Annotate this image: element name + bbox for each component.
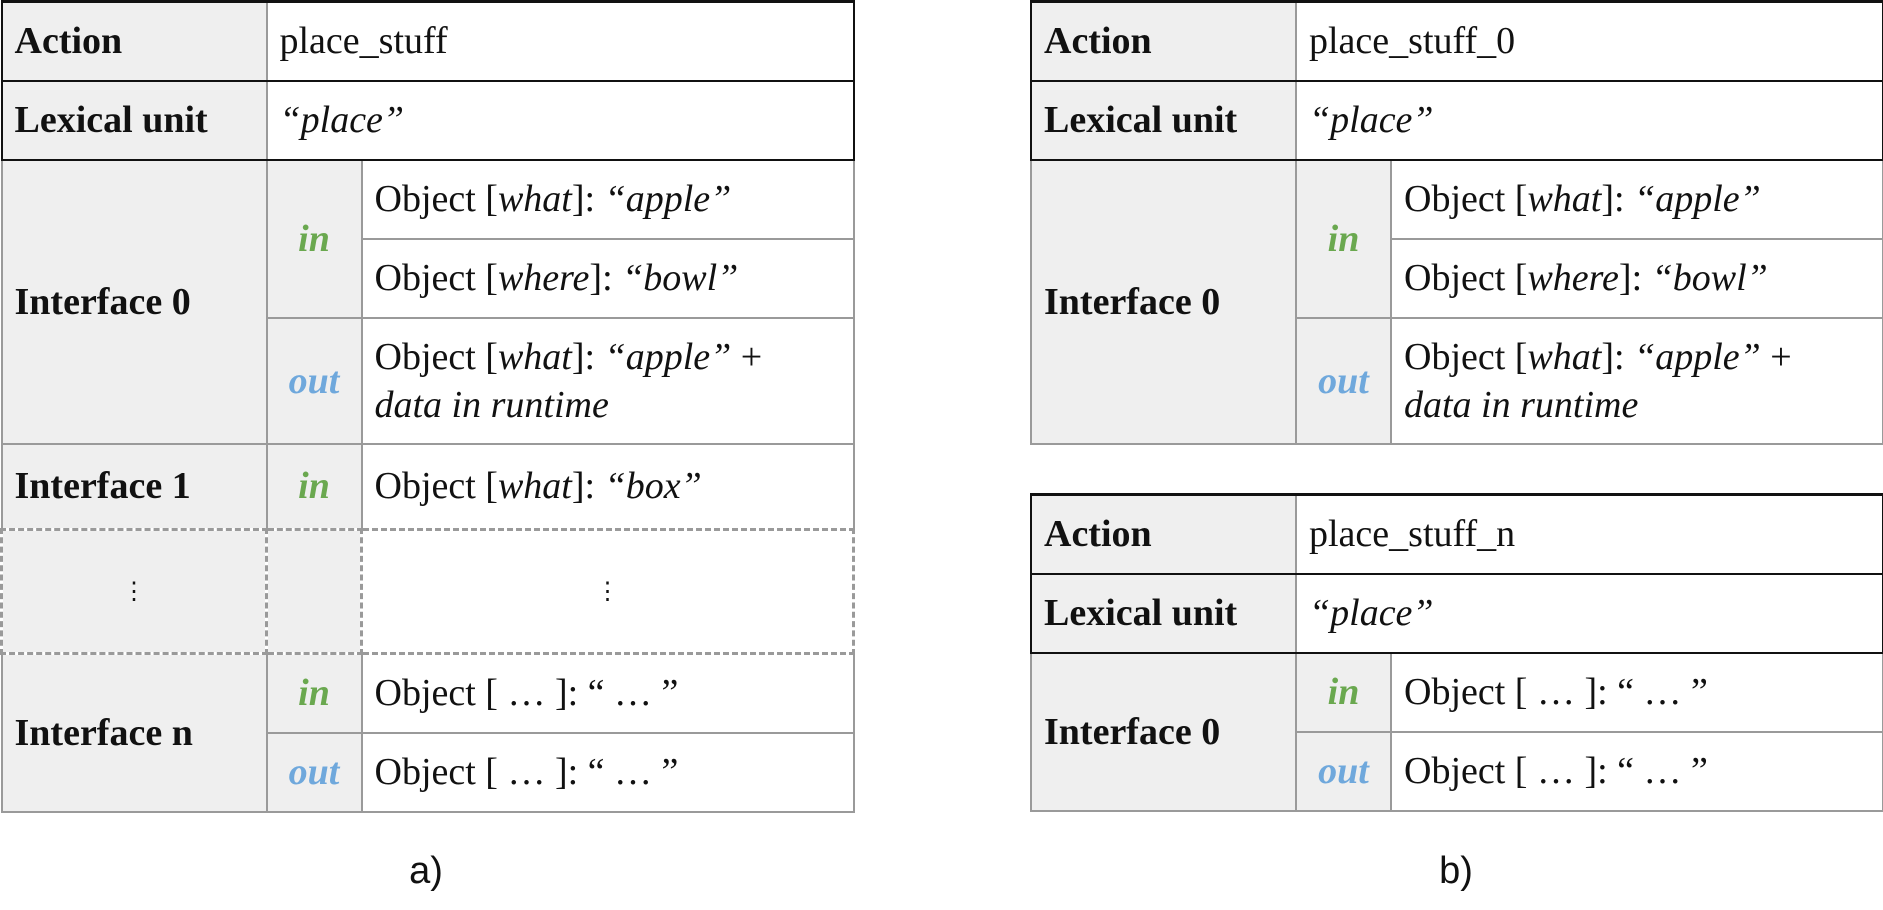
- action-value: place_stuff: [265, 0, 855, 82]
- interface-0-in-object-where: Object [where]: “bowl”: [360, 237, 855, 319]
- interface-1-in-label: in: [265, 442, 363, 531]
- action-value: place_stuff_0: [1295, 0, 1883, 82]
- interface-0-in-row-2: Object [where]: “bowl”: [2, 237, 855, 319]
- lexical-unit-row: Lexical unit “place”: [1030, 79, 1883, 161]
- interface-0-label: Interface 0: [1030, 158, 1297, 445]
- interface-0-out-label: out: [1295, 730, 1392, 812]
- interface-0-in-object-where: Object [where]: “bowl”: [1390, 237, 1883, 319]
- lexical-unit-value: “place”: [1295, 79, 1883, 161]
- interface-0-in-object-what: Object [what]: “apple”: [360, 158, 855, 240]
- interface-0-label: Interface 0: [1030, 651, 1297, 812]
- interface-0-out-row: out Object [what]: “apple” +data in runt…: [1031, 316, 1883, 445]
- ellipsis-left: ⋮: [0, 528, 268, 655]
- interface-1-in-object-what: Object [what]: “box”: [360, 442, 855, 531]
- ellipsis-right: ⋮: [360, 528, 855, 655]
- interface-0-label: Interface 0: [0, 158, 268, 445]
- action-row: Action place_stuff: [0, 0, 855, 82]
- interface-n-out-row: out Object [ … ]: “ … ”: [2, 731, 855, 813]
- interface-0-out-label: out: [1295, 316, 1392, 445]
- lexical-unit-row: Lexical unit “place”: [1030, 572, 1883, 654]
- interface-0-in-label: in: [1295, 158, 1392, 319]
- interface-n-out-label: out: [265, 731, 363, 813]
- interface-0-out-row: out Object [what]: “apple” +data in runt…: [2, 316, 855, 445]
- interface-n-in-object: Object [ … ]: “ … ”: [360, 652, 855, 734]
- interface-n-out-object: Object [ … ]: “ … ”: [360, 731, 855, 813]
- interface-n-in-row: Interface n in Object [ … ]: “ … ”: [0, 652, 855, 813]
- lexical-unit-label: Lexical unit: [1030, 79, 1297, 161]
- lexical-unit-value: “place”: [265, 79, 855, 161]
- interface-0-out-object: Object [ … ]: “ … ”: [1390, 730, 1883, 812]
- lexical-unit-label: Lexical unit: [1030, 572, 1297, 654]
- caption-a: a): [409, 850, 443, 892]
- interface-0-out-object: Object [what]: “apple” +data in runtime: [360, 316, 855, 445]
- table-bn: Action place_stuff_n Lexical unit “place…: [1030, 493, 1883, 812]
- interface-0-in-label: in: [1295, 651, 1392, 733]
- interface-n-in-label: in: [265, 652, 363, 734]
- action-row: Action place_stuff_0: [1030, 0, 1883, 82]
- lexical-unit-label: Lexical unit: [0, 79, 268, 161]
- interface-1-label: Interface 1: [0, 442, 268, 531]
- interface-1-row: Interface 1 in Object [what]: “box”: [0, 442, 855, 531]
- action-value: place_stuff_n: [1295, 493, 1883, 575]
- lexical-unit-row: Lexical unit “place”: [0, 79, 855, 161]
- interface-0-in-object: Object [ … ]: “ … ”: [1390, 651, 1883, 733]
- action-row: Action place_stuff_n: [1030, 493, 1883, 575]
- action-label: Action: [0, 0, 268, 82]
- caption-b: b): [1439, 850, 1473, 892]
- interface-0-out-label: out: [265, 316, 363, 445]
- table-a: Action place_stuff Lexical unit “place” …: [0, 0, 855, 813]
- interface-0-in-row-1: Interface 0 in Object [what]: “apple”: [0, 158, 855, 445]
- interface-0-in-row-2: Object [where]: “bowl”: [1031, 237, 1883, 319]
- ellipsis-dir-cell: [265, 528, 363, 655]
- action-label: Action: [1030, 0, 1297, 82]
- interface-0-in-label: in: [265, 158, 363, 319]
- table-b0: Action place_stuff_0 Lexical unit “place…: [1030, 0, 1883, 445]
- action-label: Action: [1030, 493, 1297, 575]
- lexical-unit-value: “place”: [1295, 572, 1883, 654]
- interface-0-in-object-what: Object [what]: “apple”: [1390, 158, 1883, 240]
- interface-0-in-row: Interface 0 in Object [ … ]: “ … ”: [1030, 651, 1883, 812]
- ellipsis-row: ⋮ ⋮: [0, 528, 855, 655]
- interface-0-out-row: out Object [ … ]: “ … ”: [1031, 730, 1883, 812]
- interface-0-in-row-1: Interface 0 in Object [what]: “apple”: [1030, 158, 1883, 445]
- interface-n-label: Interface n: [0, 652, 268, 813]
- interface-0-out-object: Object [what]: “apple” +data in runtime: [1390, 316, 1883, 445]
